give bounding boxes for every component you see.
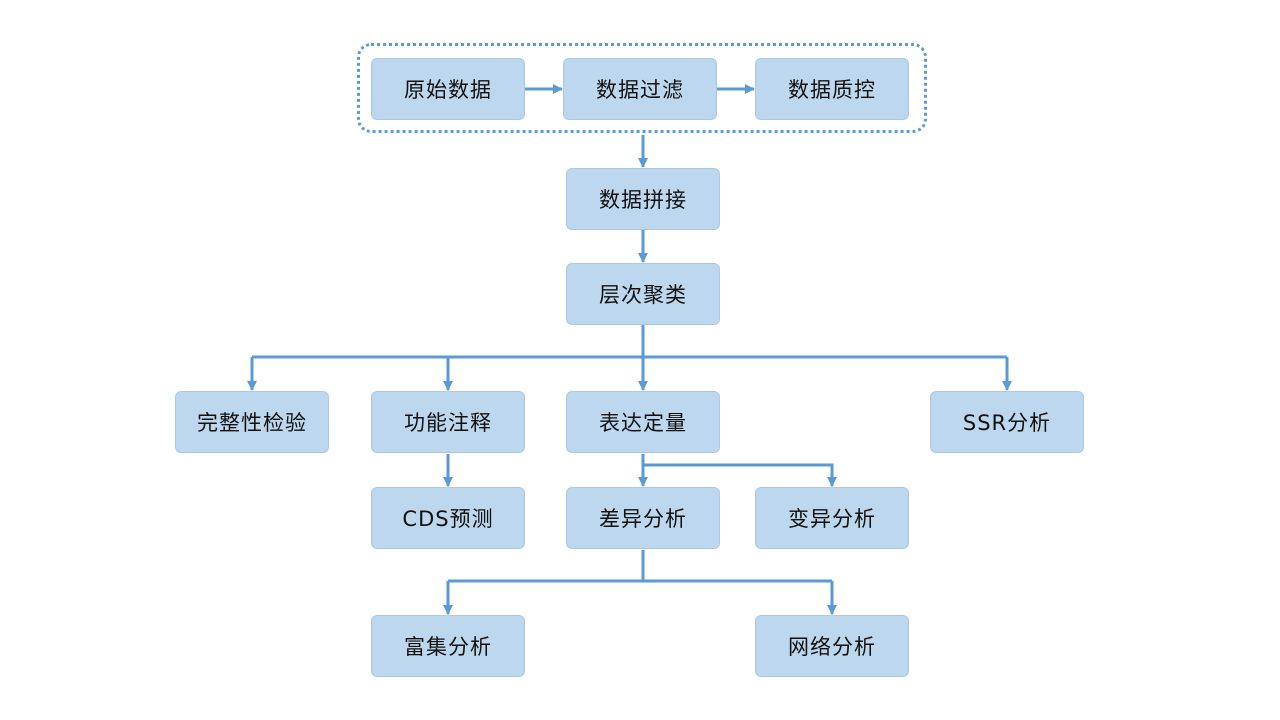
node-data-qc[interactable]: 数据质控 [755,58,909,120]
node-variation-analysis[interactable]: 变异分析 [755,487,909,549]
node-hierarchical-clustering[interactable]: 层次聚类 [566,263,720,325]
node-functional-annotation[interactable]: 功能注释 [371,391,525,453]
node-enrichment-analysis[interactable]: 富集分析 [371,615,525,677]
node-cds-prediction[interactable]: CDS预测 [371,487,525,549]
node-data-assembly[interactable]: 数据拼接 [566,168,720,230]
node-completeness-check[interactable]: 完整性检验 [175,391,329,453]
node-expression-quantification[interactable]: 表达定量 [566,391,720,453]
node-data-filter[interactable]: 数据过滤 [563,58,717,120]
node-ssr-analysis[interactable]: SSR分析 [930,391,1084,453]
preprocessing-group-frame [357,43,927,133]
node-differential-analysis[interactable]: 差异分析 [566,487,720,549]
node-network-analysis[interactable]: 网络分析 [755,615,909,677]
arrow-expression-to-variation [643,463,837,487]
node-raw-data[interactable]: 原始数据 [371,58,525,120]
